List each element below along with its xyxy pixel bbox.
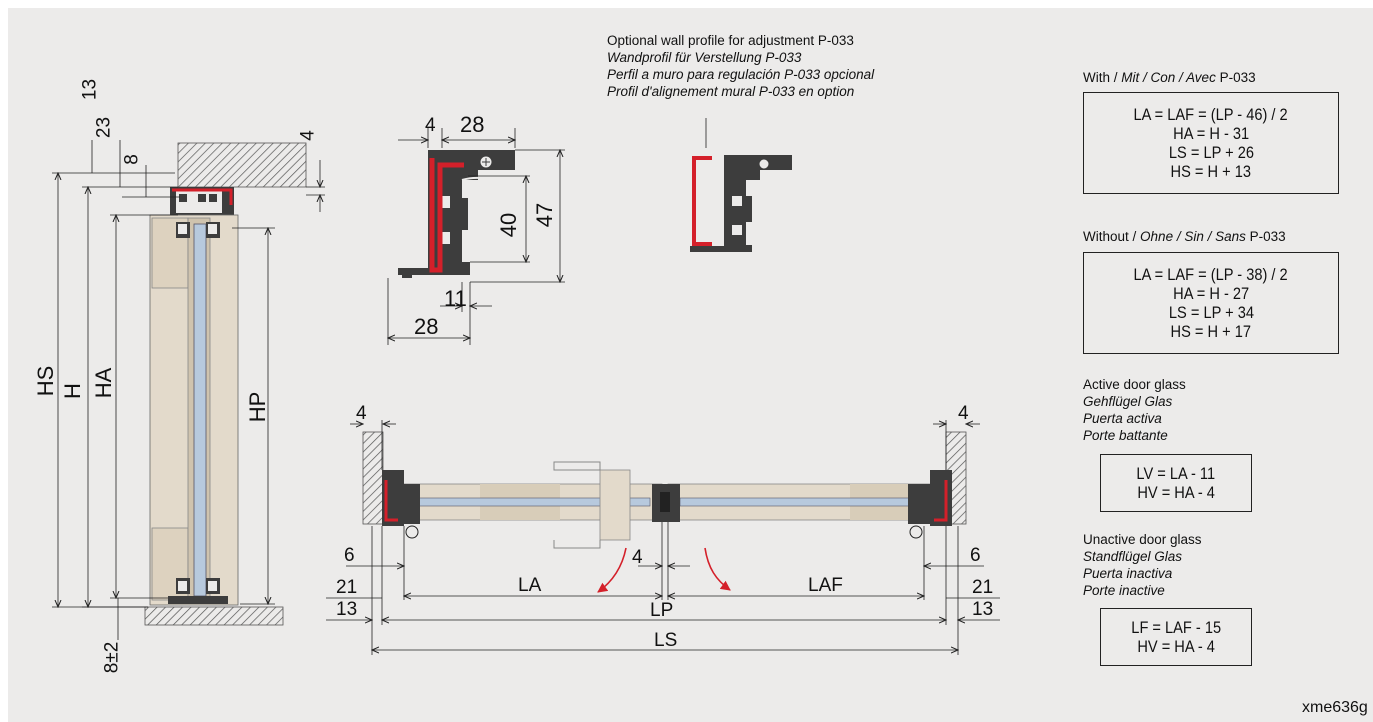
dim-elev-8: 8 <box>121 154 143 165</box>
active-formula-hv: HV = HA - 4 <box>1137 483 1215 502</box>
dim-profile-4: 4 <box>425 115 436 136</box>
dim-profile-40: 40 <box>496 212 521 238</box>
dim-label-hp: HP <box>245 391 270 423</box>
with-formula-ha: HA = H - 31 <box>1172 124 1249 143</box>
active-glass-title-fr: Porte battante <box>1083 428 1168 443</box>
dim-plan-ls: LS <box>654 630 678 651</box>
drawing-code: xme636g <box>1302 699 1368 716</box>
profile-section-view <box>398 150 515 278</box>
dim-plan-right-13: 13 <box>972 599 994 620</box>
unactive-glass-title-fr: Porte inactive <box>1083 583 1165 598</box>
active-formula-lv: LV = LA - 11 <box>1136 464 1216 483</box>
dim-label-ha: HA <box>91 367 116 399</box>
unactive-formula-hv: HV = HA - 4 <box>1137 637 1215 656</box>
dim-plan-right-4: 4 <box>958 403 969 424</box>
dim-profile-28-bottom: 28 <box>414 314 439 339</box>
dim-label-hs: HS <box>33 365 58 397</box>
without-formula-hs: HS = H + 17 <box>1170 322 1252 341</box>
plan-wall-left <box>362 431 384 525</box>
without-header-prefix: Without / <box>1083 229 1137 244</box>
with-formula-la: LA = LAF = (LP - 46) / 2 <box>1133 105 1289 124</box>
active-glass-title-en: Active door glass <box>1083 377 1186 392</box>
dim-label-h: H <box>60 383 85 399</box>
dim-elev-4: 4 <box>297 130 319 141</box>
dim-plan-la: LA <box>518 575 542 596</box>
unactive-glass-title-es: Puerta inactiva <box>1083 566 1173 581</box>
dim-elev-bottom: 8±2 <box>101 641 123 674</box>
optional-profile-caption-es: Perfil a muro para regulación P-033 opci… <box>607 67 875 82</box>
dim-elev-23: 23 <box>93 116 115 139</box>
dim-plan-center-4: 4 <box>632 547 643 568</box>
dim-plan-laf: LAF <box>808 575 843 596</box>
unactive-glass-title-en: Unactive door glass <box>1083 532 1202 547</box>
dim-elev-13: 13 <box>79 78 101 101</box>
dim-plan-left-21: 21 <box>336 577 358 598</box>
without-p033-header: Without / Ohne / Sin / Sans P-033 <box>1083 230 1286 244</box>
active-glass-formula-box: LV = LA - 11 HV = HA - 4 <box>1100 454 1252 512</box>
active-glass-title-de: Gehflügel Glas <box>1083 394 1173 409</box>
optional-profile-caption-en: Optional wall profile for adjustment P-0… <box>607 33 854 48</box>
plan-dimension-lines <box>326 420 1000 655</box>
dim-profile-28-top: 28 <box>460 112 485 137</box>
without-formula-ls: LS = LP + 34 <box>1168 303 1254 322</box>
with-p033-header: With / Mit / Con / Avec P-033 <box>1083 71 1256 85</box>
floor-hatch <box>144 606 284 626</box>
dim-plan-left-4: 4 <box>356 403 367 424</box>
without-formula-la: LA = LAF = (LP - 38) / 2 <box>1133 265 1289 284</box>
without-header-suffix: P-033 <box>1249 229 1286 244</box>
optional-profile-caption-fr: Profil d'alignement mural P-033 en optio… <box>607 84 855 99</box>
dim-plan-right-21: 21 <box>972 577 994 598</box>
dim-profile-11: 11 <box>444 286 467 311</box>
profile-dimension-lines <box>388 128 565 345</box>
elevation-dimension-lines <box>52 140 325 640</box>
without-formula-ha: HA = H - 27 <box>1172 284 1249 303</box>
door-plan-view <box>362 431 967 593</box>
dim-plan-left-6: 6 <box>344 545 355 566</box>
active-glass-title-es: Puerta activa <box>1083 411 1162 426</box>
door-elevation-view <box>144 142 307 626</box>
ceiling-wall-hatch <box>177 142 307 188</box>
with-header-prefix: With / <box>1083 70 1118 85</box>
dim-profile-47: 47 <box>532 202 557 228</box>
unactive-glass-formula-box: LF = LAF - 15 HV = HA - 4 <box>1100 608 1252 666</box>
without-header-lang: Ohne / Sin / Sans <box>1140 229 1246 244</box>
unactive-glass-title-de: Standflügel Glas <box>1083 549 1183 564</box>
with-header-suffix: P-033 <box>1219 70 1256 85</box>
with-formula-ls: LS = LP + 26 <box>1168 143 1254 162</box>
with-p033-formula-box: LA = LAF = (LP - 46) / 2 HA = H - 31 LS … <box>1083 92 1339 194</box>
without-p033-formula-box: LA = LAF = (LP - 38) / 2 HA = H - 27 LS … <box>1083 252 1339 354</box>
dim-plan-right-6: 6 <box>970 545 981 566</box>
optional-wall-profile-view <box>690 118 792 252</box>
door-handle[interactable] <box>599 469 631 541</box>
dim-plan-left-13: 13 <box>336 599 358 620</box>
dim-plan-lp: LP <box>650 600 674 621</box>
optional-profile-caption-de: Wandprofil für Verstellung P-033 <box>607 50 802 65</box>
unactive-formula-lf: LF = LAF - 15 <box>1131 618 1221 637</box>
with-formula-hs: HS = H + 13 <box>1170 162 1252 181</box>
glass-pane <box>193 223 207 597</box>
with-header-lang: Mit / Con / Avec <box>1121 70 1216 85</box>
